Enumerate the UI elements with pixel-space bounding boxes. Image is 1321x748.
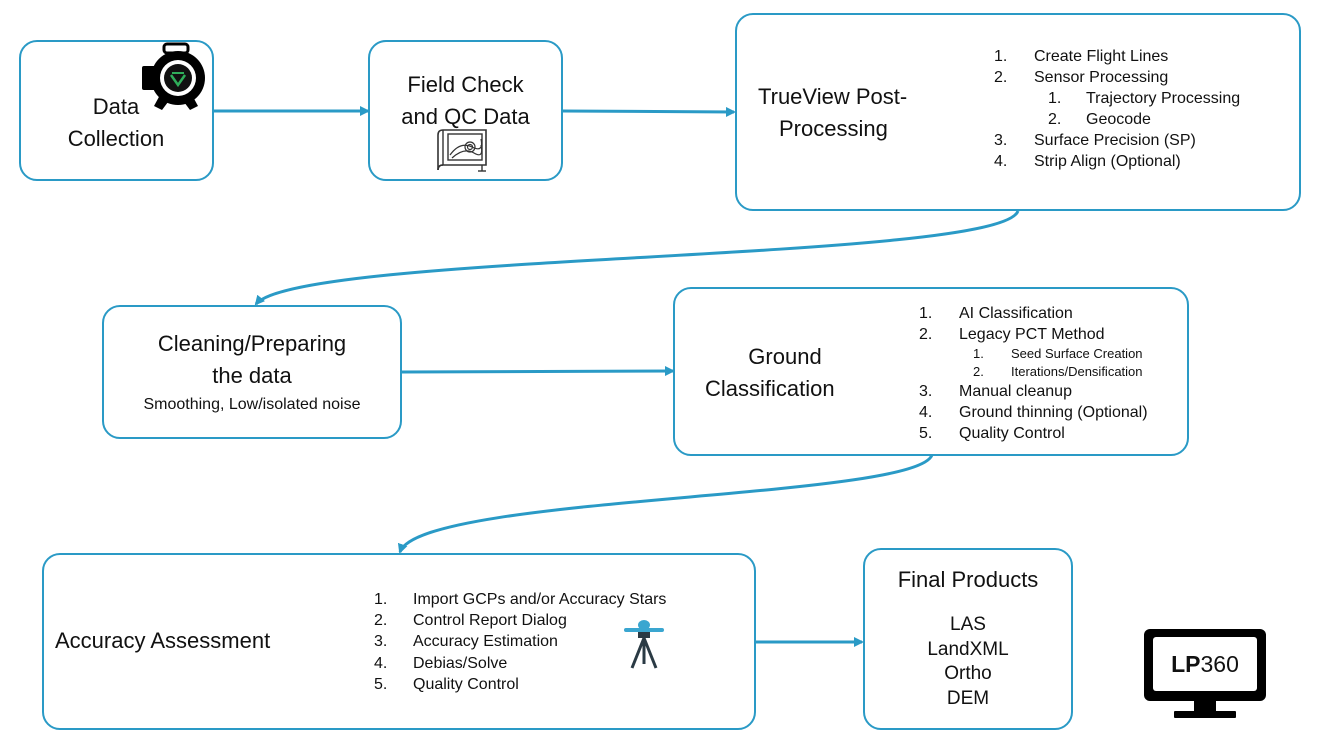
list-item: 2. Legacy PCT Method (919, 324, 1148, 345)
list-number: 3. (919, 383, 933, 400)
list-number: 2. (374, 612, 388, 630)
list-item: 3. Surface Precision (SP) (994, 130, 1240, 151)
final-product-item: DEM (946, 688, 990, 709)
final-product-item: Ortho (944, 663, 992, 684)
list-number: 4. (919, 404, 933, 421)
list-number: 1. (1048, 90, 1062, 107)
list-label: Quality Control (959, 425, 1065, 442)
node-cleaning-line2: the data (212, 363, 292, 388)
list-subitem: 2. Geocode (994, 109, 1240, 130)
list-subitem: 1. Seed Surface Creation (919, 345, 1148, 363)
list-item: 1. AI Classification (919, 303, 1148, 324)
list-number: 1. (374, 591, 388, 608)
list-label: Surface Precision (SP) (1034, 132, 1196, 149)
node-data-collection-line1: Data (92, 94, 140, 119)
list-item: 1. Create Flight Lines (994, 46, 1240, 67)
list-label: Iterations/Densification (1011, 364, 1143, 379)
list-number: 2. (919, 326, 933, 343)
list-label: Ground thinning (Optional) (959, 404, 1148, 421)
list-number: 1. (919, 305, 933, 322)
list-label: Manual cleanup (959, 383, 1072, 400)
accuracy-steps-list: 1. Import GCPs and/or Accuracy Stars 2. Co… (374, 589, 666, 695)
survey-tripod-icon (624, 620, 664, 669)
list-number: 2. (973, 364, 984, 379)
list-number: 1. (973, 346, 984, 361)
node-field-check: Field Check and QC Data (368, 40, 563, 181)
list-number: 3. (374, 633, 388, 651)
monitor-screen: LP360 (1144, 629, 1266, 701)
logo-lp: LP (1171, 651, 1201, 677)
list-item: 5. Quality Control (919, 423, 1148, 444)
arrow-trueview-to-cleaning (254, 210, 1020, 306)
final-product-item: LandXML (927, 639, 1009, 660)
node-data-collection-line2: Collection (67, 126, 165, 151)
list-number: 1. (994, 48, 1008, 65)
list-label: Seed Surface Creation (1011, 346, 1143, 361)
list-label: Legacy PCT Method (959, 326, 1105, 343)
arrow-cleaning-to-ground (401, 366, 675, 377)
list-item: 4. Strip Align (Optional) (994, 151, 1240, 172)
list-item: 5. Quality Control (374, 674, 666, 695)
list-item: 3. Manual cleanup (919, 381, 1148, 402)
list-label: Create Flight Lines (1034, 48, 1169, 65)
node-field-check-line2: and QC Data (401, 104, 530, 129)
list-label: AI Classification (959, 305, 1073, 322)
node-trueview-line2: Processing (779, 116, 888, 141)
monitor-neck (1194, 701, 1216, 711)
list-number: 3. (994, 132, 1008, 149)
node-final-products: Final Products LAS LandXML Ortho DEM (863, 548, 1073, 730)
node-final-title: Final Products (897, 567, 1039, 592)
list-label: Debias/Solve (413, 654, 508, 672)
list-item: 4. Debias/Solve (374, 653, 666, 674)
node-cleaning: Cleaning/Preparing the data Smoothing, L… (102, 305, 402, 439)
list-item: 3. Accuracy Estimation (374, 631, 666, 652)
list-item: 2. Sensor Processing (994, 67, 1240, 88)
node-accuracy-title: Accuracy Assessment (55, 628, 271, 653)
monitor-base (1174, 711, 1236, 718)
node-ground: Ground Classification (673, 287, 1189, 456)
monitor-inner: LP360 (1153, 637, 1257, 691)
node-accuracy: Accuracy Assessment (42, 553, 756, 730)
list-label: Import GCPs and/or Accuracy Stars (413, 591, 667, 608)
monitor-icon: LP360 (1144, 629, 1266, 719)
final-product-item: LAS (950, 614, 986, 635)
node-ground-line1: Ground (748, 344, 822, 369)
list-label: Sensor Processing (1034, 69, 1169, 86)
arrow-ground-to-accuracy (398, 454, 934, 554)
lidar-sensor-icon (142, 42, 205, 110)
list-number: 4. (994, 153, 1008, 170)
list-number: 2. (994, 69, 1008, 86)
trueview-steps-list: 1. Create Flight Lines 2. Sensor Processin… (994, 46, 1240, 172)
list-item: 2. Control Report Dialog (374, 610, 666, 631)
node-field-check-line1: Field Check (407, 72, 524, 97)
ground-steps-list: 1.AI Classification 2.Legacy PCT Method … (919, 303, 1148, 444)
list-label: Control Report Dialog (413, 612, 567, 630)
list-label: Geocode (1086, 111, 1151, 128)
list-label: Accuracy Estimation (413, 633, 558, 651)
logo-360: 360 (1200, 651, 1239, 677)
node-cleaning-line1: Cleaning/Preparing (157, 331, 347, 356)
node-trueview: TrueView Post- Processing (735, 13, 1301, 211)
list-label: Strip Align (Optional) (1034, 153, 1181, 170)
list-label: Trajectory Processing (1086, 90, 1241, 107)
node-ground-line2: Classification (705, 376, 835, 401)
list-subitem: 1. Trajectory Processing (994, 88, 1240, 109)
node-trueview-line1: TrueView Post- (758, 84, 908, 109)
node-cleaning-subtitle: Smoothing, Low/isolated noise (143, 396, 361, 413)
list-number: 5. (919, 425, 933, 442)
survey-map-icon (437, 129, 487, 172)
list-label: Quality Control (413, 675, 519, 693)
list-item: 4. Ground thinning (Optional) (919, 402, 1148, 423)
list-number: 5. (374, 675, 388, 693)
list-subitem: 2. Iterations/Densification (919, 363, 1148, 381)
arrow-fieldcheck-to-trueview (561, 106, 736, 117)
list-item: 1. Import GCPs and/or Accuracy Stars (374, 589, 666, 610)
list-number: 2. (1048, 111, 1062, 128)
list-number: 4. (374, 654, 388, 672)
